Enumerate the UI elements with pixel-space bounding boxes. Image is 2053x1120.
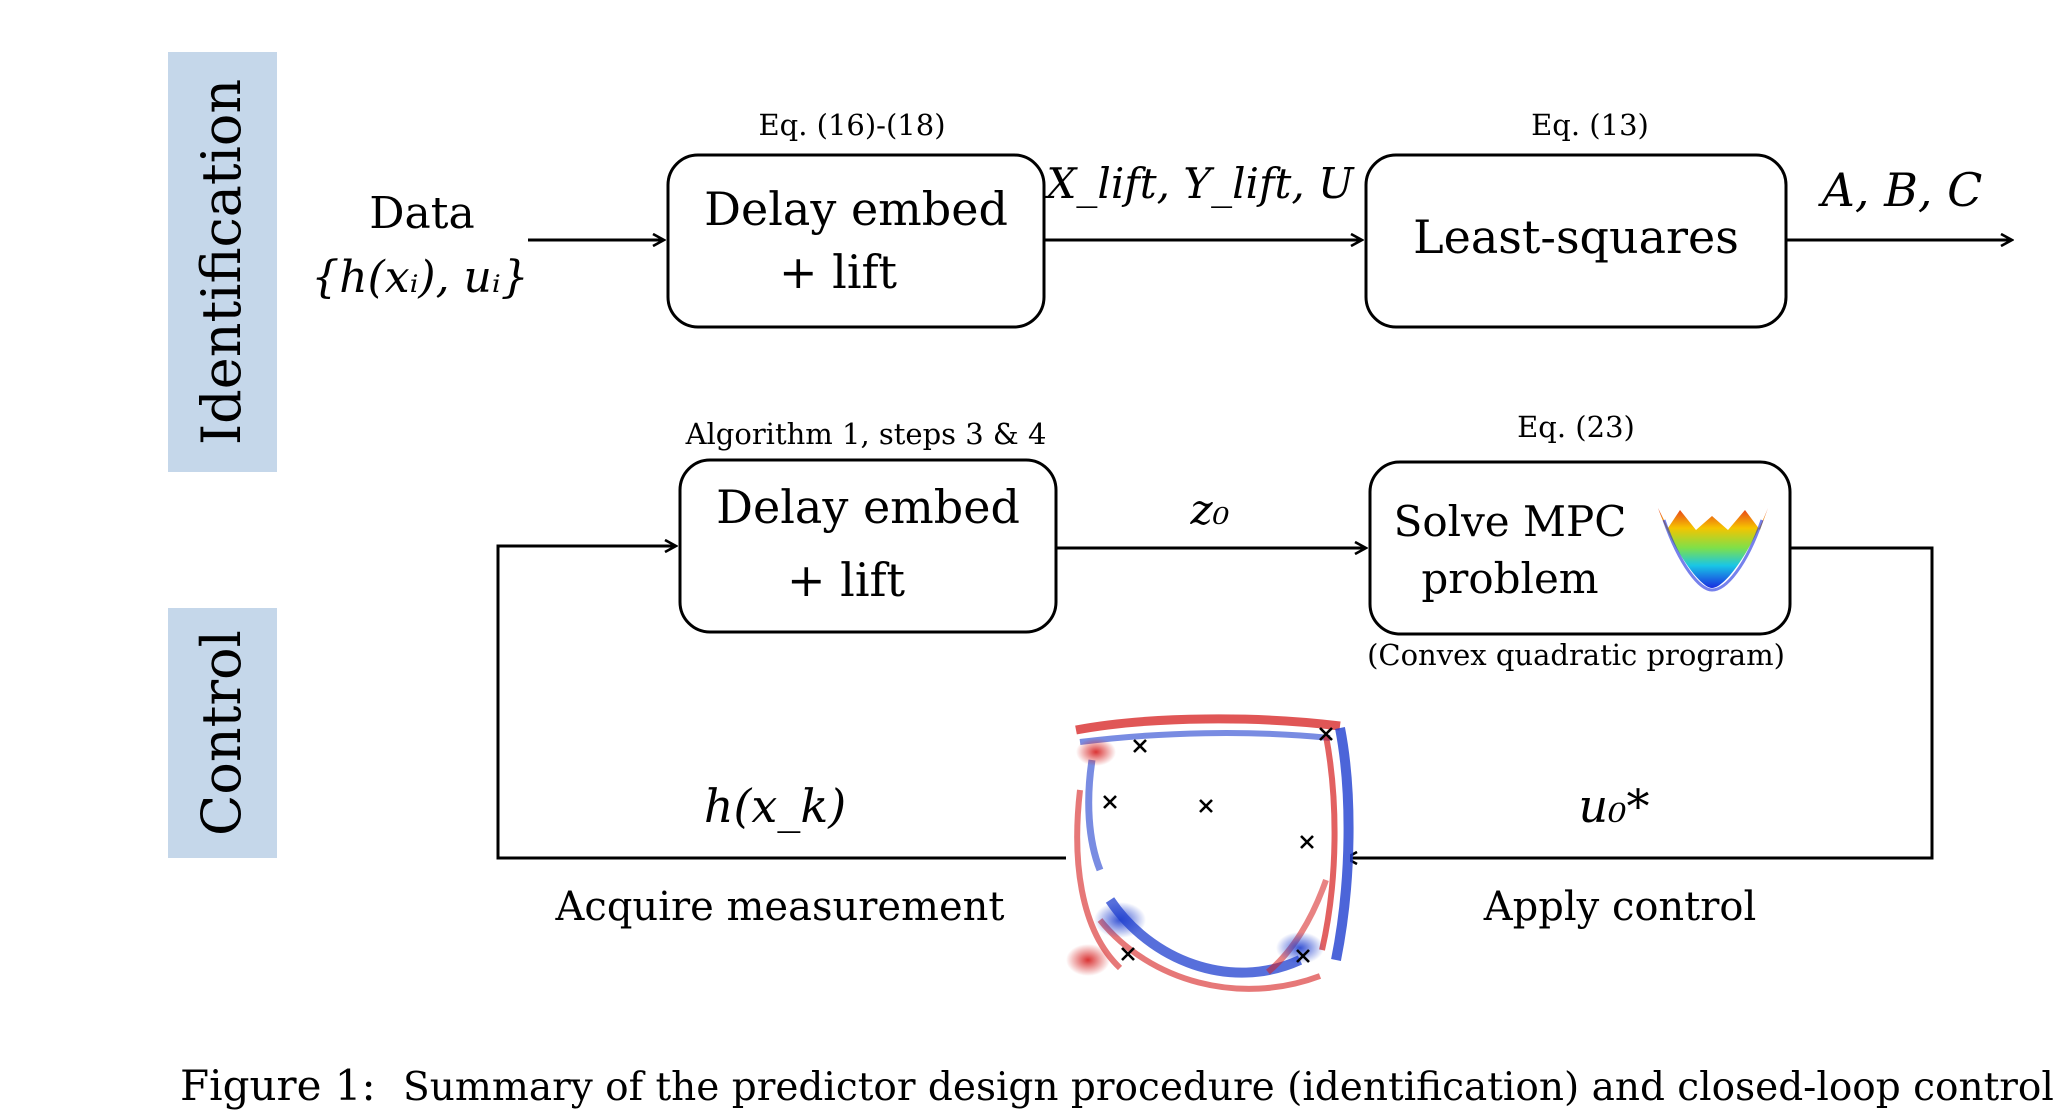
ctrl-box1-ref: Algorithm 1, steps 3 & 4 — [685, 417, 1047, 451]
sensor-markers — [1103, 727, 1333, 963]
figure-caption: Figure 1: Summary of the predictor desig… — [180, 1061, 2053, 1110]
control-band: Control — [168, 608, 277, 858]
ctrl-box2-ref: Eq. (23) — [1517, 410, 1635, 444]
id-box1-line1: Delay embed — [704, 182, 1008, 236]
ctrl-box2-note: (Convex quadratic program) — [1367, 638, 1785, 672]
caption-text: Summary of the predictor design procedur… — [403, 1065, 2053, 1110]
identification-band: Identification — [168, 52, 277, 472]
id-edge1-label: X_lift, Y_lift, U — [1043, 159, 1355, 208]
measurement-loop-line — [496, 546, 1066, 860]
quadratic-bowl-surface-icon — [1658, 508, 1768, 592]
measurement-caption: Acquire measurement — [555, 884, 1005, 930]
caption-prefix: Figure 1: — [180, 1061, 376, 1110]
id-delay-embed-box — [666, 153, 1046, 329]
id-output-label: A, B, C — [1818, 163, 1983, 217]
control-math: u₀* — [1578, 779, 1649, 833]
ctrl-edge1-label: z₀ — [1190, 485, 1230, 534]
id-box2-ref: Eq. (13) — [1531, 108, 1649, 142]
ctrl-box1-line1: Delay embed — [716, 480, 1020, 534]
ctrl-delay-embed-box — [678, 458, 1058, 634]
data-label: Data — [369, 188, 474, 239]
apply-control-loop-line — [1346, 546, 1934, 858]
identification-label: Identification — [190, 79, 253, 445]
control-label: Control — [190, 630, 253, 836]
ctrl-box1-line2: + lift — [787, 553, 906, 607]
data-math: {h(xᵢ), uᵢ} — [311, 252, 529, 303]
cavity-flow-vorticity-image — [1066, 714, 1354, 1000]
ctrl-box2-line2: problem — [1421, 554, 1598, 603]
control-caption: Apply control — [1483, 884, 1757, 930]
id-box1-ref: Eq. (16)-(18) — [758, 108, 945, 142]
id-box1-line2: + lift — [779, 245, 898, 299]
measurement-math: h(x_k) — [704, 779, 846, 833]
id-box2-line1: Least-squares — [1413, 210, 1739, 264]
ctrl-box2-line1: Solve MPC — [1394, 497, 1627, 546]
